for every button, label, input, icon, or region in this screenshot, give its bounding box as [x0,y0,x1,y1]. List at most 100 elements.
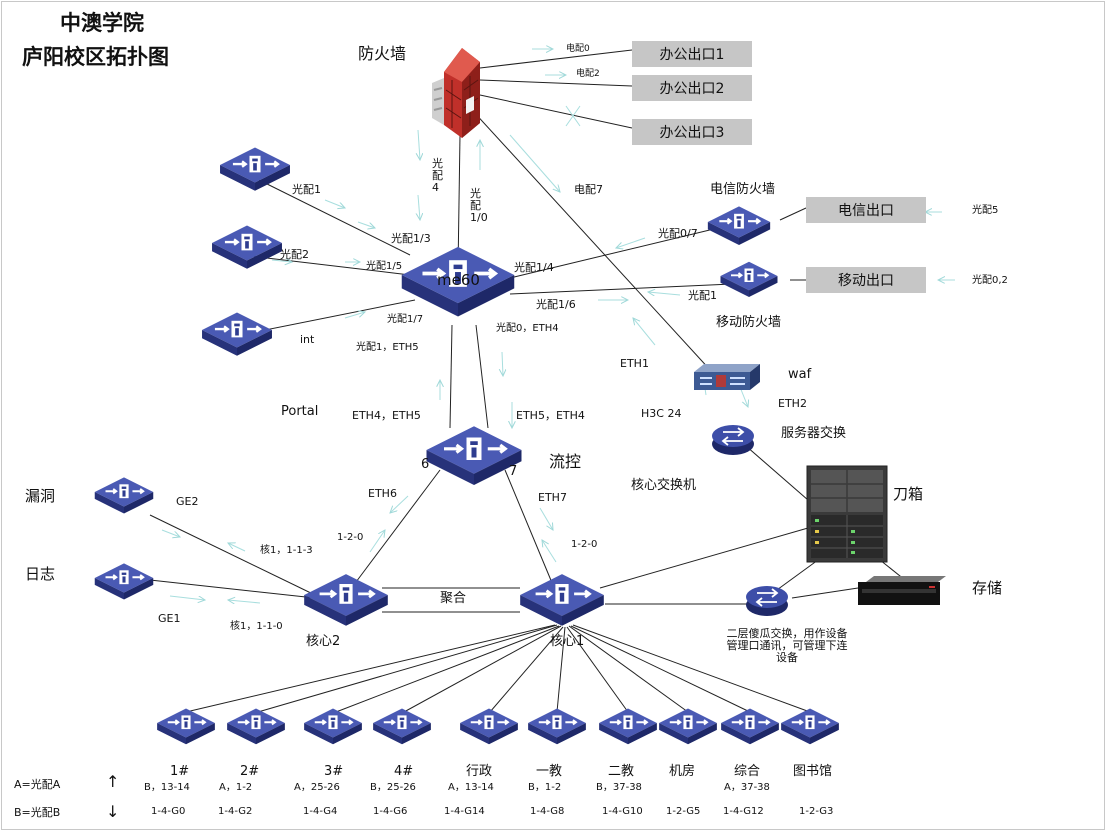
blade-chassis-icon[interactable] [806,465,888,563]
flow-port-6: 6 [421,457,430,472]
core2-label: 核心2 [306,634,341,649]
switch-top-left-2-icon[interactable] [210,224,284,270]
core1-label: 核心1 [550,634,585,649]
building-switch-icon[interactable] [372,707,432,746]
building-optical-port: B，1-2 [528,782,562,793]
link-label-h3c: H3C 24 [641,407,682,420]
link-label-opt1-mobile: 光配1 [688,289,717,302]
building-switch-icon[interactable] [598,707,658,746]
link-label-opt15: 光配1/5 [366,261,403,272]
link-label-opt02: 光配0,2 [972,275,1008,286]
log-switch-icon[interactable] [93,562,155,601]
building-name: 2# [240,764,260,779]
building-switch-port: 1-4-G10 [602,806,643,817]
link-label-opt2: 光配2 [280,248,309,261]
portal-label: Portal [281,404,319,419]
building-name: 3# [324,764,344,779]
legend-a: A=光配A [14,778,61,791]
flow-control-label: 流控 [549,452,582,471]
mobile-exit[interactable]: 移动出口 [806,267,926,293]
waf-appliance-icon[interactable] [694,364,760,390]
building-switch-icon[interactable] [459,707,519,746]
vuln-label: 漏洞 [25,487,56,505]
link-label-opt5: 光配5 [972,205,999,216]
link-label-p120a: 1-2-0 [337,532,364,543]
storage-array-icon[interactable] [858,576,946,605]
building-name: 综合 [734,764,761,779]
building-optical-port: A，25-26 [294,782,340,793]
core1-icon[interactable] [518,572,606,628]
link-label-opt13: 光配1/3 [391,232,431,245]
core-router-label: me60 [437,271,480,289]
building-name: 二教 [608,764,635,779]
building-optical-port: B，13-14 [144,782,190,793]
building-switch-port: 1-2-G5 [666,806,701,817]
building-switch-icon[interactable] [226,707,286,746]
building-switch-icon[interactable] [156,707,216,746]
aggregation-label: 聚合 [440,591,467,606]
link-label-opt1-eth5: 光配1，ETH5 [356,342,419,353]
building-switch-icon[interactable] [720,707,780,746]
switch-top-left-1-icon[interactable] [218,146,292,192]
building-name: 行政 [466,764,493,779]
building-switch-icon[interactable] [527,707,587,746]
building-optical-port: B，37-38 [596,782,642,793]
telecom-firewall-icon[interactable] [706,205,772,246]
building-optical-port: B，25-26 [370,782,416,793]
link-label-ge1: GE1 [158,612,181,625]
vuln-switch-icon[interactable] [93,476,155,515]
core2-icon[interactable] [302,572,390,628]
log-label: 日志 [25,565,56,583]
link-label-elec7: 电配7 [574,183,603,196]
building-switch-icon[interactable] [658,707,718,746]
building-switch-port: 1-4-G8 [530,806,565,817]
building-switch-icon[interactable] [780,707,840,746]
link-label-opt4: 光配4 [432,157,443,194]
building-switch-port: 1-2-G3 [799,806,834,817]
building-name: 1# [170,764,190,779]
office-exit-3[interactable]: 办公出口3 [632,119,752,145]
building-switch-icon[interactable] [303,707,363,746]
title-line1: 中澳学院 [60,10,144,35]
layer2-switch-icon[interactable] [746,586,788,616]
link-label-elec2: 电配2 [576,69,600,79]
building-optical-port: A，1-2 [219,782,253,793]
link-label-eth7: ETH7 [538,491,567,504]
building-switch-port: 1-4-G12 [723,806,764,817]
office-exit-1[interactable]: 办公出口1 [632,41,752,67]
building-optical-port: A，37-38 [724,782,770,793]
firewall-icon[interactable] [432,48,480,138]
telecom-exit[interactable]: 电信出口 [806,197,926,223]
legend-down-arrow-icon: ↓ [106,802,120,821]
building-name: 图书馆 [793,764,833,779]
link-label-p120b: 1-2-0 [571,539,598,550]
link-label-core110: 核1，1-1-0 [230,621,283,632]
link-label-opt1: 光配1 [292,183,321,196]
office-exit-2[interactable]: 办公出口2 [632,75,752,101]
building-switch-port: 1-4-G0 [151,806,186,817]
server-switch-icon[interactable] [712,425,754,455]
link-label-opt07: 光配0/7 [658,227,698,240]
title-line2: 庐阳校区拓扑图 [22,44,169,69]
switch-int-icon[interactable] [200,311,274,357]
building-name: 4# [394,764,414,779]
mobile-firewall-icon[interactable] [719,260,779,298]
link-label-opt16: 光配1/6 [536,298,576,311]
link-label-elec0: 电配0 [566,44,590,54]
building-optical-port: A，13-14 [448,782,494,793]
server-switch-label: 服务器交换 [781,426,847,441]
building-switches [156,707,840,746]
link-label-eth2: ETH2 [778,397,807,410]
link-label-eth4-eth5: ETH4，ETH5 [352,409,421,422]
telecom-firewall-label: 电信防火墙 [710,182,776,197]
link-label-int: int [300,333,315,346]
storage-label: 存储 [972,579,1003,597]
link-label-opt10: 光配1/0 [470,187,488,224]
legend-b: B=光配B [14,806,61,819]
building-name: 一教 [536,764,563,779]
mobile-firewall-label: 移动防火墙 [716,315,782,330]
building-name: 机房 [669,764,696,779]
building-switch-port: 1-4-G4 [303,806,338,817]
